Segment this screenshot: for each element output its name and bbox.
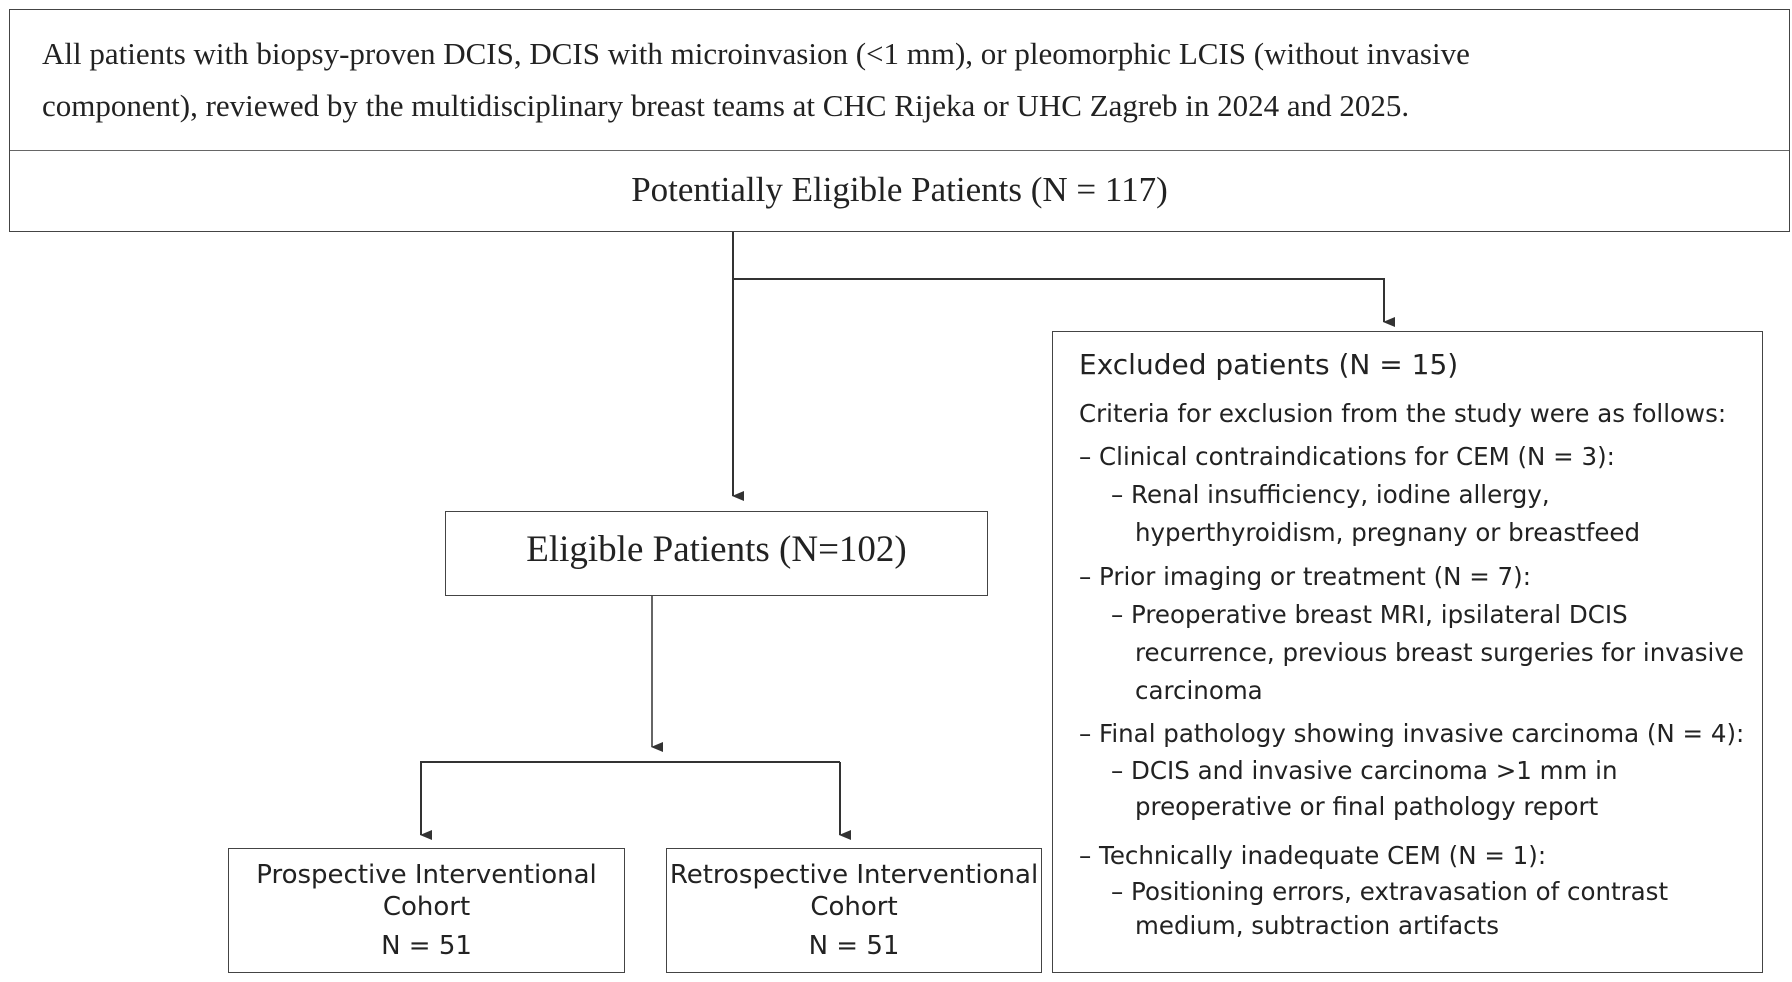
excluded-title: Excluded patients (N = 15) xyxy=(1079,348,1459,381)
retrospective-cohort-title-line1: Retrospective Interventional xyxy=(669,860,1039,890)
criterion-technical-detail-line1: – Positioning errors, extravasation of c… xyxy=(1111,877,1669,906)
criterion-prior-detail-line1: – Preoperative breast MRI, ipsilateral D… xyxy=(1111,600,1628,629)
criterion-pathology-detail-line1: – DCIS and invasive carcinoma >1 mm in xyxy=(1111,756,1618,785)
prospective-cohort-title: Prospective Interventional Cohort xyxy=(229,859,624,923)
divider xyxy=(10,150,1789,151)
criterion-pathology-label: – Final pathology showing invasive carci… xyxy=(1079,719,1745,748)
potentially-eligible-count: Potentially Eligible Patients (N = 117) xyxy=(631,170,1168,209)
population-description-line2: component), reviewed by the multidiscipl… xyxy=(42,88,1410,123)
retrospective-cohort-box: Retrospective Interventional Cohort N = … xyxy=(666,848,1042,973)
retrospective-cohort-title: Retrospective Interventional Cohort xyxy=(667,859,1041,923)
population-description-line1: All patients with biopsy-proven DCIS, DC… xyxy=(42,36,1470,71)
prospective-cohort-count: N = 51 xyxy=(381,931,472,961)
criterion-clinical-label: – Clinical contraindications for CEM (N … xyxy=(1079,442,1615,471)
criterion-technical-detail-line2: medium, subtraction artifacts xyxy=(1135,911,1499,940)
criterion-technical-detail: – Positioning errors, extravasation of c… xyxy=(1111,875,1668,943)
population-box: All patients with biopsy-proven DCIS, DC… xyxy=(9,9,1790,232)
eligible-label: Eligible Patients (N=102) xyxy=(526,529,907,570)
connector-to-excluded xyxy=(733,278,1395,327)
criterion-pathology-detail-line2: preoperative or final pathology report xyxy=(1135,792,1599,821)
prospective-cohort-box: Prospective Interventional Cohort N = 51 xyxy=(228,848,625,973)
criterion-clinical-detail-line1: – Renal insufficiency, iodine allergy, xyxy=(1111,480,1550,509)
excluded-box: Excluded patients (N = 15) Criteria for … xyxy=(1052,331,1763,973)
prospective-cohort-title-line2: Cohort xyxy=(382,892,471,922)
criterion-clinical-detail-line2: hyperthyroidism, pregnany or breastfeed xyxy=(1135,518,1641,547)
eligible-box: Eligible Patients (N=102) xyxy=(445,511,988,596)
prospective-cohort-title-line1: Prospective Interventional xyxy=(256,860,597,890)
retrospective-cohort-title-line2: Cohort xyxy=(810,892,898,922)
criterion-pathology-detail: – DCIS and invasive carcinoma >1 mm in p… xyxy=(1111,753,1617,825)
criterion-technical-label: – Technically inadequate CEM (N = 1): xyxy=(1079,841,1547,870)
criterion-prior-detail-line2: recurrence, previous breast surgeries fo… xyxy=(1135,638,1744,667)
criterion-prior-label: – Prior imaging or treatment (N = 7): xyxy=(1079,562,1531,591)
population-description: All patients with biopsy-proven DCIS, DC… xyxy=(42,28,1772,132)
connector-to-prospective xyxy=(420,761,840,840)
criterion-clinical-detail: – Renal insufficiency, iodine allergy, h… xyxy=(1111,476,1640,552)
criteria-intro: Criteria for exclusion from the study we… xyxy=(1079,399,1727,428)
criterion-prior-detail: – Preoperative breast MRI, ipsilateral D… xyxy=(1111,596,1744,710)
retrospective-cohort-count: N = 51 xyxy=(808,931,900,961)
criterion-prior-detail-line3: carcinoma xyxy=(1135,676,1263,705)
